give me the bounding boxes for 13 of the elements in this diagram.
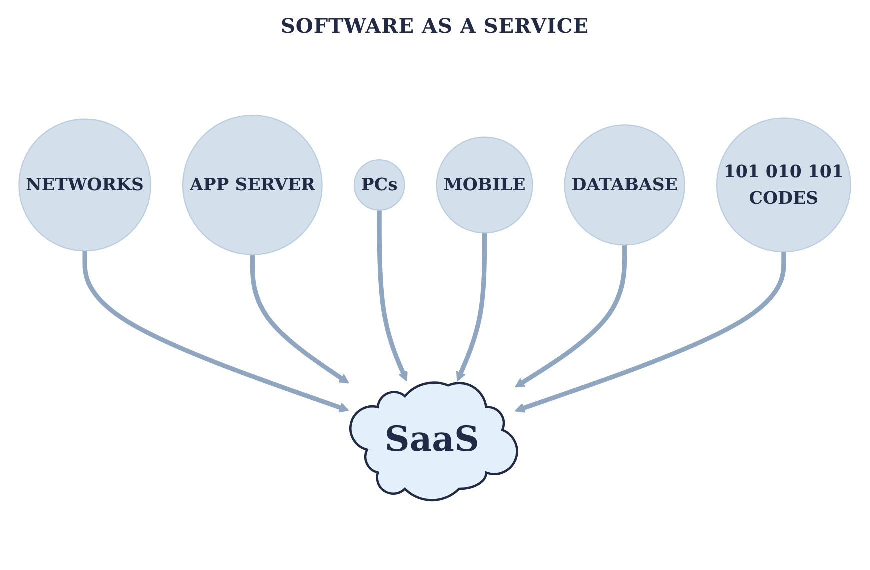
- node-circle: MOBILE: [436, 136, 534, 234]
- arrow: [515, 245, 628, 388]
- arrow: [82, 251, 350, 413]
- node-circle: PCs: [354, 160, 406, 211]
- node-circle: NETWORKS: [18, 118, 152, 252]
- node-circle: APP SERVER: [182, 115, 323, 256]
- node-circle: 101 010 101 CODES: [716, 118, 852, 253]
- arrow: [377, 210, 408, 382]
- arrow: [250, 254, 350, 384]
- arrow: [456, 233, 488, 382]
- arrow: [515, 252, 786, 413]
- node-circle: DATABASE: [564, 124, 686, 246]
- diagram-title: SOFTWARE AS A SERVICE: [280, 14, 589, 38]
